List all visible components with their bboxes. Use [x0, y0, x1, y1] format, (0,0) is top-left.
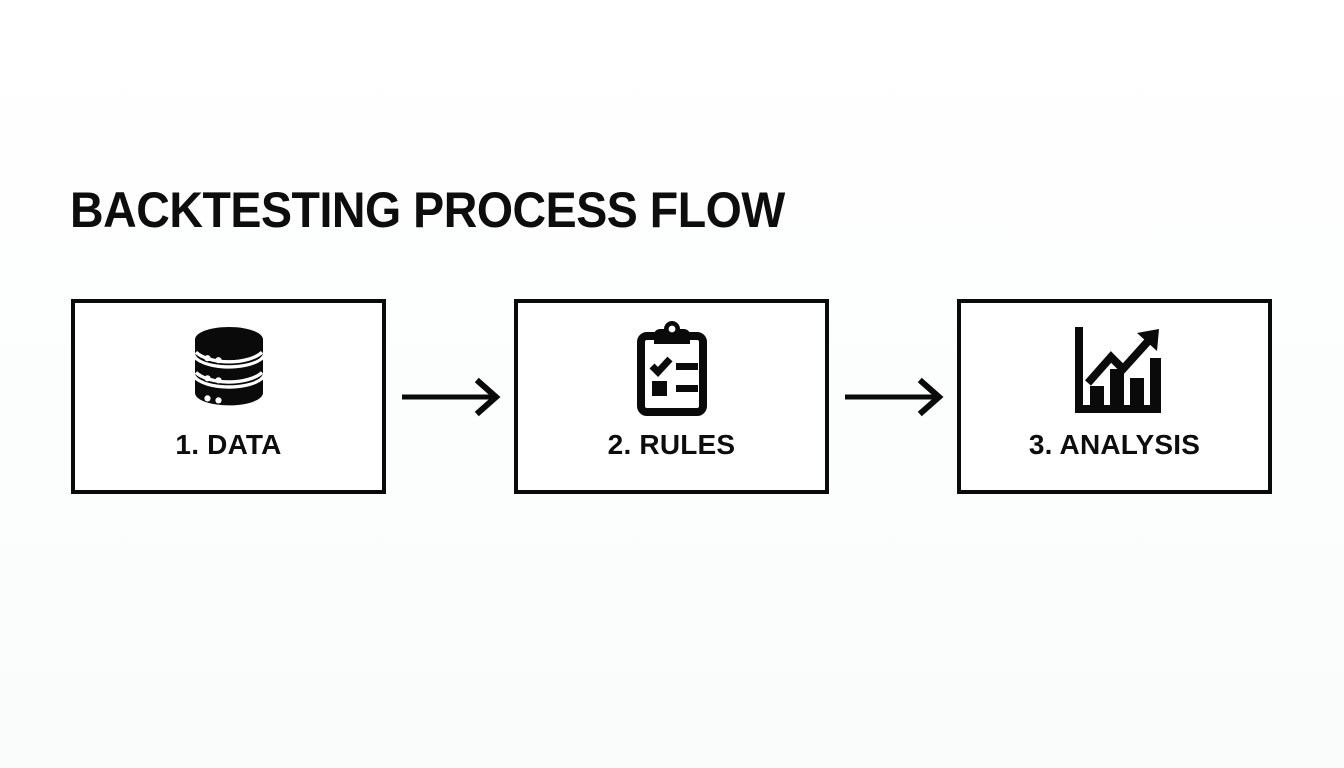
- database-icon: [177, 319, 281, 423]
- process-flow-diagram: 1. DATA: [0, 299, 1344, 495]
- flow-step-data[interactable]: 1. DATA: [71, 299, 386, 494]
- page-title: BACKTESTING PROCESS FLOW: [70, 182, 785, 238]
- bar-chart-growth-icon: [1063, 319, 1167, 423]
- flow-step-label-analysis: 3. ANALYSIS: [1028, 429, 1201, 460]
- flow-step-rules[interactable]: 2. RULES: [514, 299, 829, 494]
- flow-step-label-data: 1. DATA: [175, 429, 282, 460]
- clipboard-checklist-icon: [620, 319, 724, 423]
- flow-step-analysis[interactable]: 3. ANALYSIS: [957, 299, 1272, 494]
- arrow-step1-to-step2: [400, 377, 504, 417]
- flow-step-label-rules: 2. RULES: [607, 429, 736, 460]
- arrow-step2-to-step3: [843, 377, 947, 417]
